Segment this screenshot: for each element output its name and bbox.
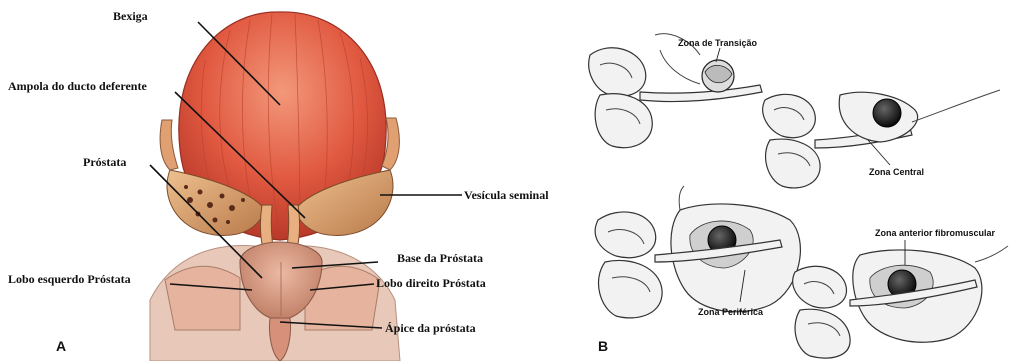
label-zona-anterior: Zona anterior fibromuscular	[875, 228, 996, 238]
label-prostata: Próstata	[83, 155, 126, 169]
label-zona-central: Zona Central	[869, 167, 924, 177]
left-muscle	[165, 266, 240, 330]
panel-a-illustration	[150, 12, 400, 361]
panel-a-letter: A	[56, 338, 66, 354]
label-bexiga: Bexiga	[113, 9, 148, 23]
label-lobo-esquerdo: Lobo esquerdo Próstata	[8, 272, 131, 286]
label-base: Base da Próstata	[397, 251, 483, 265]
left-ureter	[160, 120, 178, 170]
label-vesicula: Vesícula seminal	[464, 188, 549, 202]
sketch-transition-zone	[589, 34, 762, 148]
label-apice: Ápice da próstata	[385, 321, 476, 335]
panel-b-sketches	[589, 34, 1008, 358]
sketch-peripheral-zone	[595, 186, 800, 318]
sketch-anterior-zone	[793, 240, 1008, 358]
label-zona-transicao: Zona de Transição	[678, 38, 758, 48]
label-lobo-direito: Lobo direito Próstata	[376, 276, 486, 290]
label-zona-periferica: Zona Periférica	[698, 307, 764, 317]
panel-b-letter: B	[598, 338, 608, 354]
label-ampola: Ampola do ducto deferente	[8, 79, 147, 93]
